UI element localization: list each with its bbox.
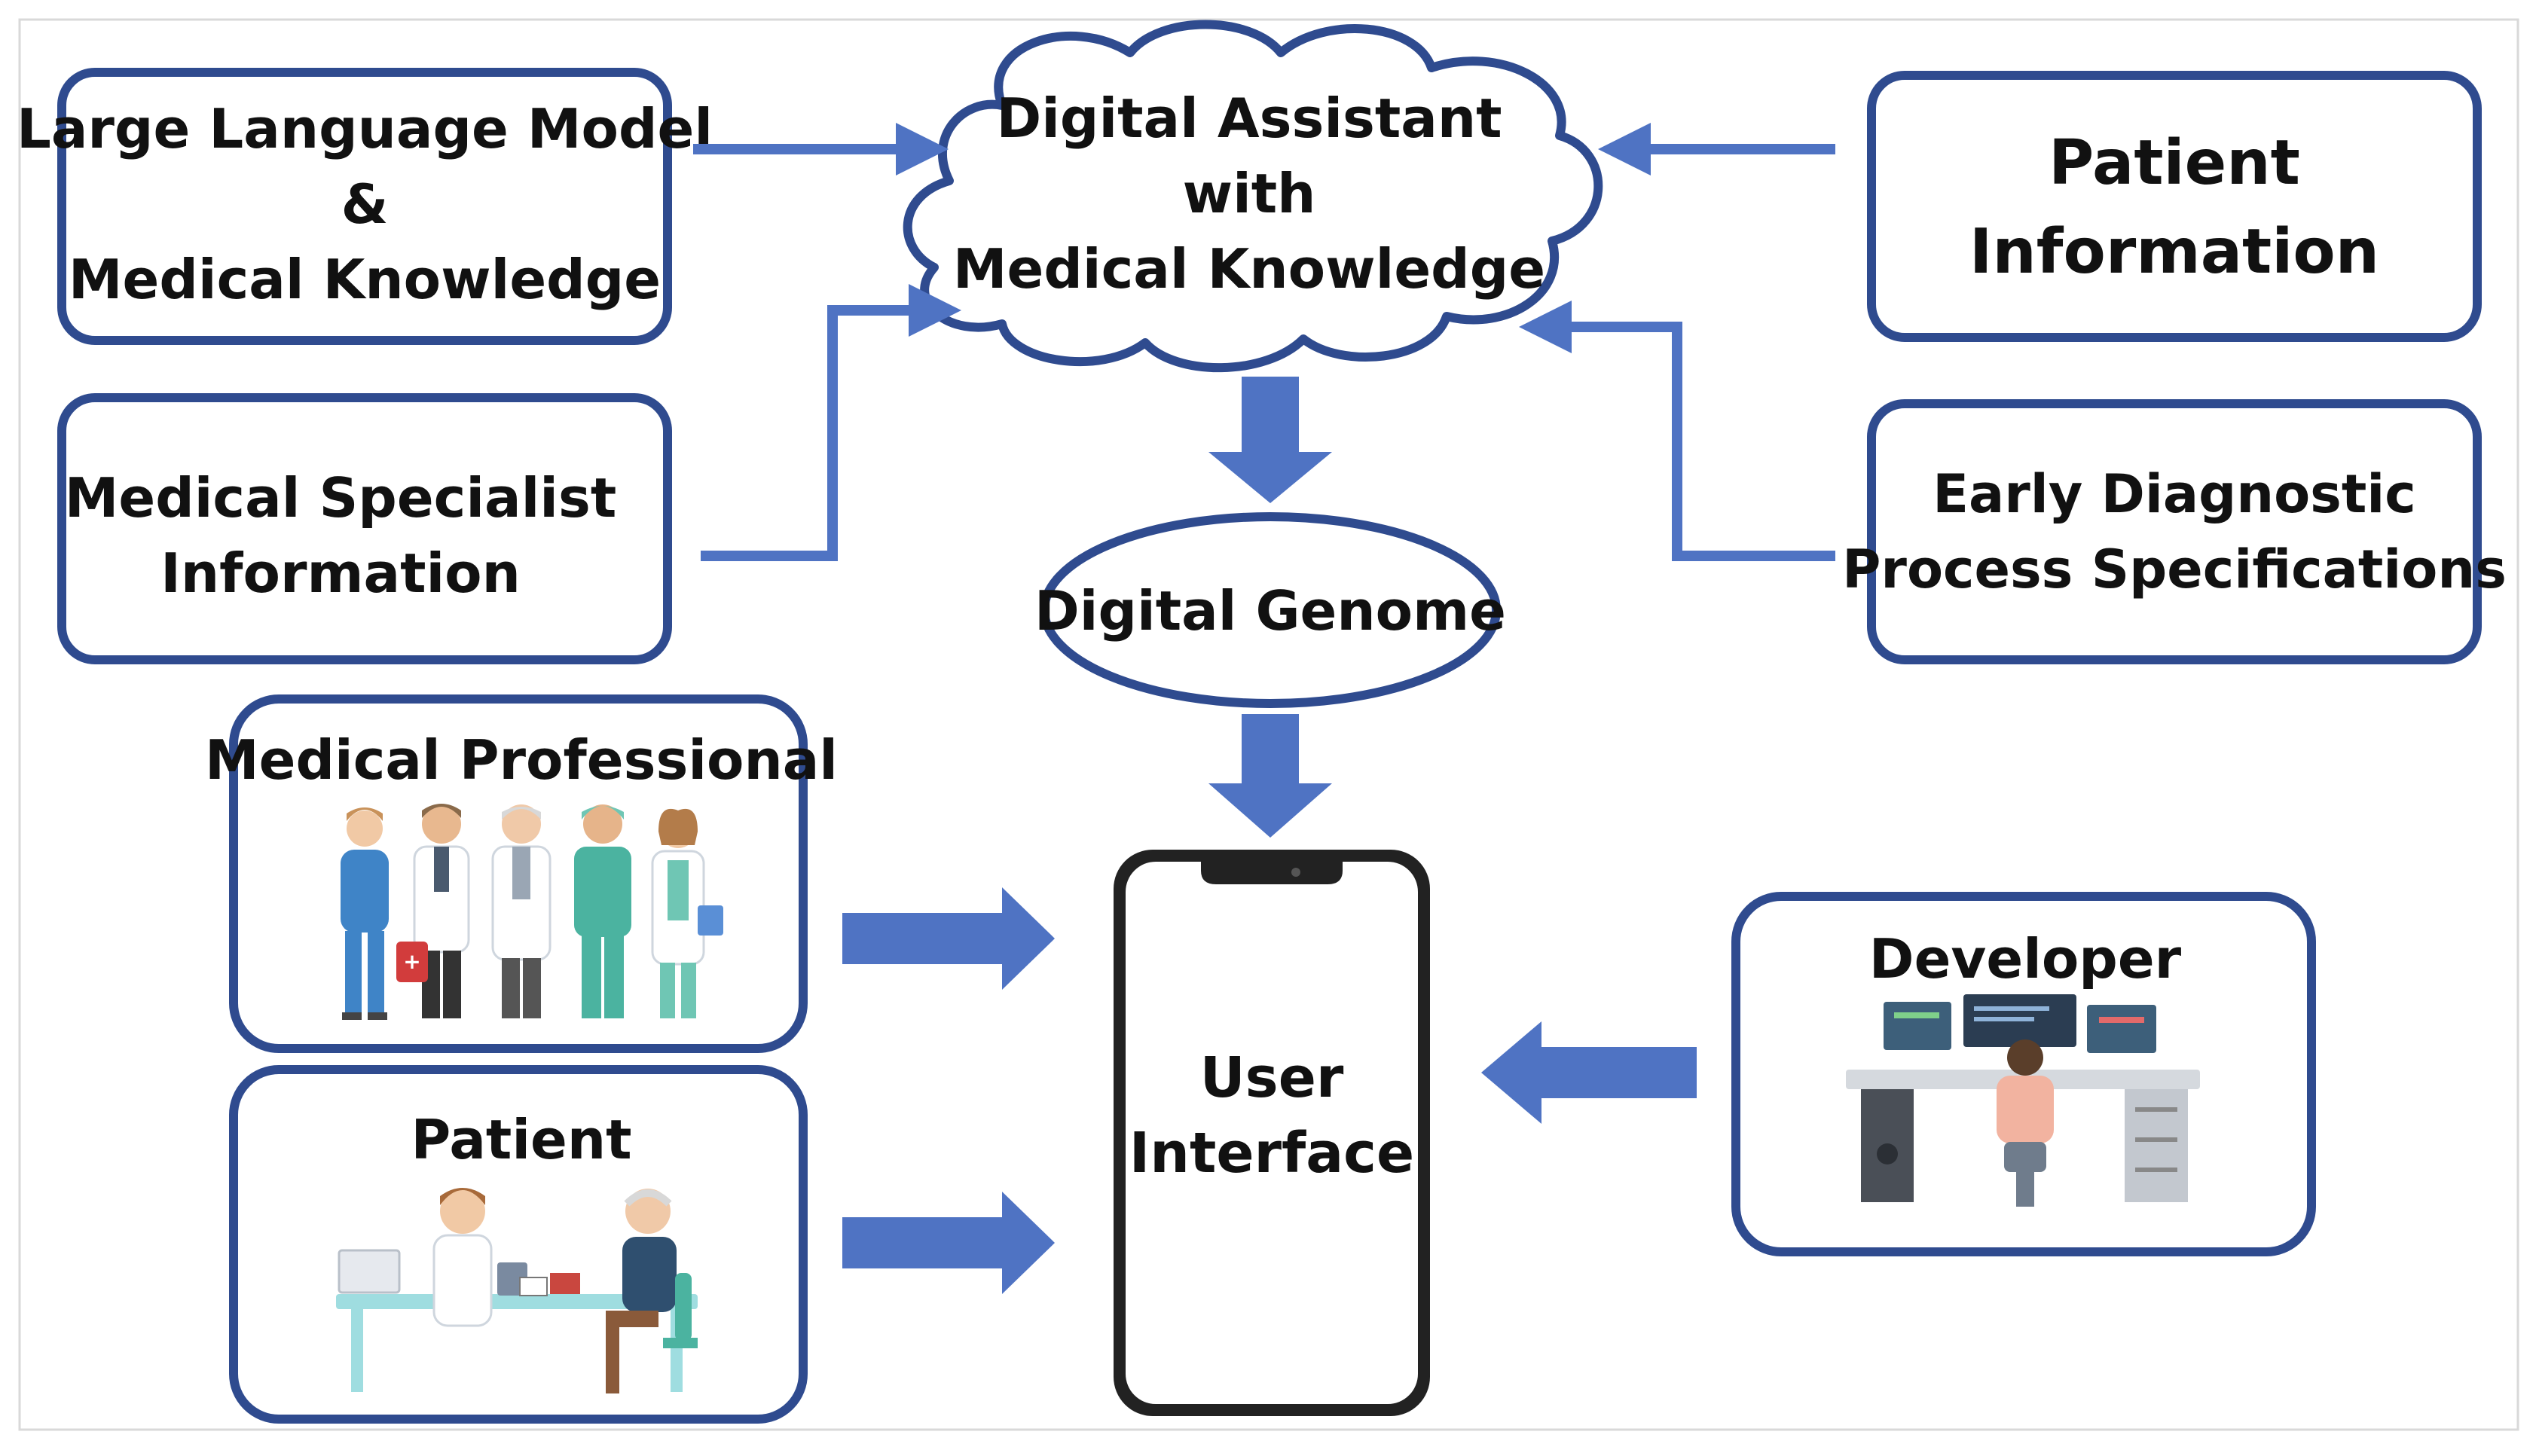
arrow-cloud-to-genome xyxy=(1208,377,1332,503)
svg-text:+: + xyxy=(403,949,420,974)
phone-camera-icon xyxy=(1291,868,1300,877)
thin-arrows xyxy=(693,123,1835,561)
patient-info-box-line-1: Patient xyxy=(2049,127,2300,199)
cloud-line-1: Digital Assistant xyxy=(996,87,1502,150)
developer-label: Developer xyxy=(1869,927,2182,991)
user-interface-phone: User Interface xyxy=(1114,850,1430,1416)
medical-staff-group-illustration: + xyxy=(341,804,723,1020)
llm-box-line-2: & xyxy=(341,172,389,236)
early-diagnostic-box: Early Diagnostic Process Specifications xyxy=(1842,399,2507,664)
patient-box: Patient xyxy=(229,1065,808,1424)
doctor-patient-consultation-illustration xyxy=(336,1188,698,1393)
specialist-box-line-2: Information xyxy=(160,542,521,605)
llm-box-line-1: Large Language Model xyxy=(17,97,713,160)
digital-genome-ellipse: Digital Genome xyxy=(1034,512,1506,708)
arrow-developer-to-phone xyxy=(1481,1021,1697,1124)
phone-line-1: User xyxy=(1200,1045,1344,1110)
developer-workstation-illustration xyxy=(1846,994,2200,1207)
digital-genome-label: Digital Genome xyxy=(1034,579,1506,643)
patient-info-box: Patient Information xyxy=(1867,71,2482,342)
llm-box-line-3: Medical Knowledge xyxy=(69,248,661,311)
arrow-professional-to-phone xyxy=(842,887,1055,990)
patient-label: Patient xyxy=(411,1108,631,1171)
figure-frame xyxy=(18,18,2519,1431)
specialist-box: Medical Specialist Information xyxy=(57,393,672,664)
early-diagnostic-box-line-1: Early Diagnostic xyxy=(1933,463,2416,525)
phone-notch xyxy=(1201,862,1343,884)
medical-professional-box: Medical Professional xyxy=(205,694,838,1053)
phone-line-2: Interface xyxy=(1129,1121,1414,1186)
digital-assistant-cloud: Digital Assistant with Medical Knowledge xyxy=(903,20,1603,373)
specialist-box-line-1: Medical Specialist xyxy=(65,466,617,530)
developer-box: Developer xyxy=(1731,892,2316,1256)
arrow-early-dx-to-cloud xyxy=(1519,301,1835,561)
block-arrows xyxy=(842,377,1697,1294)
early-diagnostic-box-line-2: Process Specifications xyxy=(1842,539,2507,600)
patient-info-box-line-2: Information xyxy=(1969,216,2379,288)
cloud-line-2: with xyxy=(1183,162,1316,225)
llm-box: Large Language Model & Medical Knowledge xyxy=(17,68,713,345)
cloud-line-3: Medical Knowledge xyxy=(953,237,1545,301)
arrow-specialist-to-cloud xyxy=(701,284,961,561)
arrow-patient-to-phone xyxy=(842,1192,1055,1294)
medical-professional-label: Medical Professional xyxy=(205,728,838,792)
arrow-genome-to-phone xyxy=(1208,714,1332,838)
